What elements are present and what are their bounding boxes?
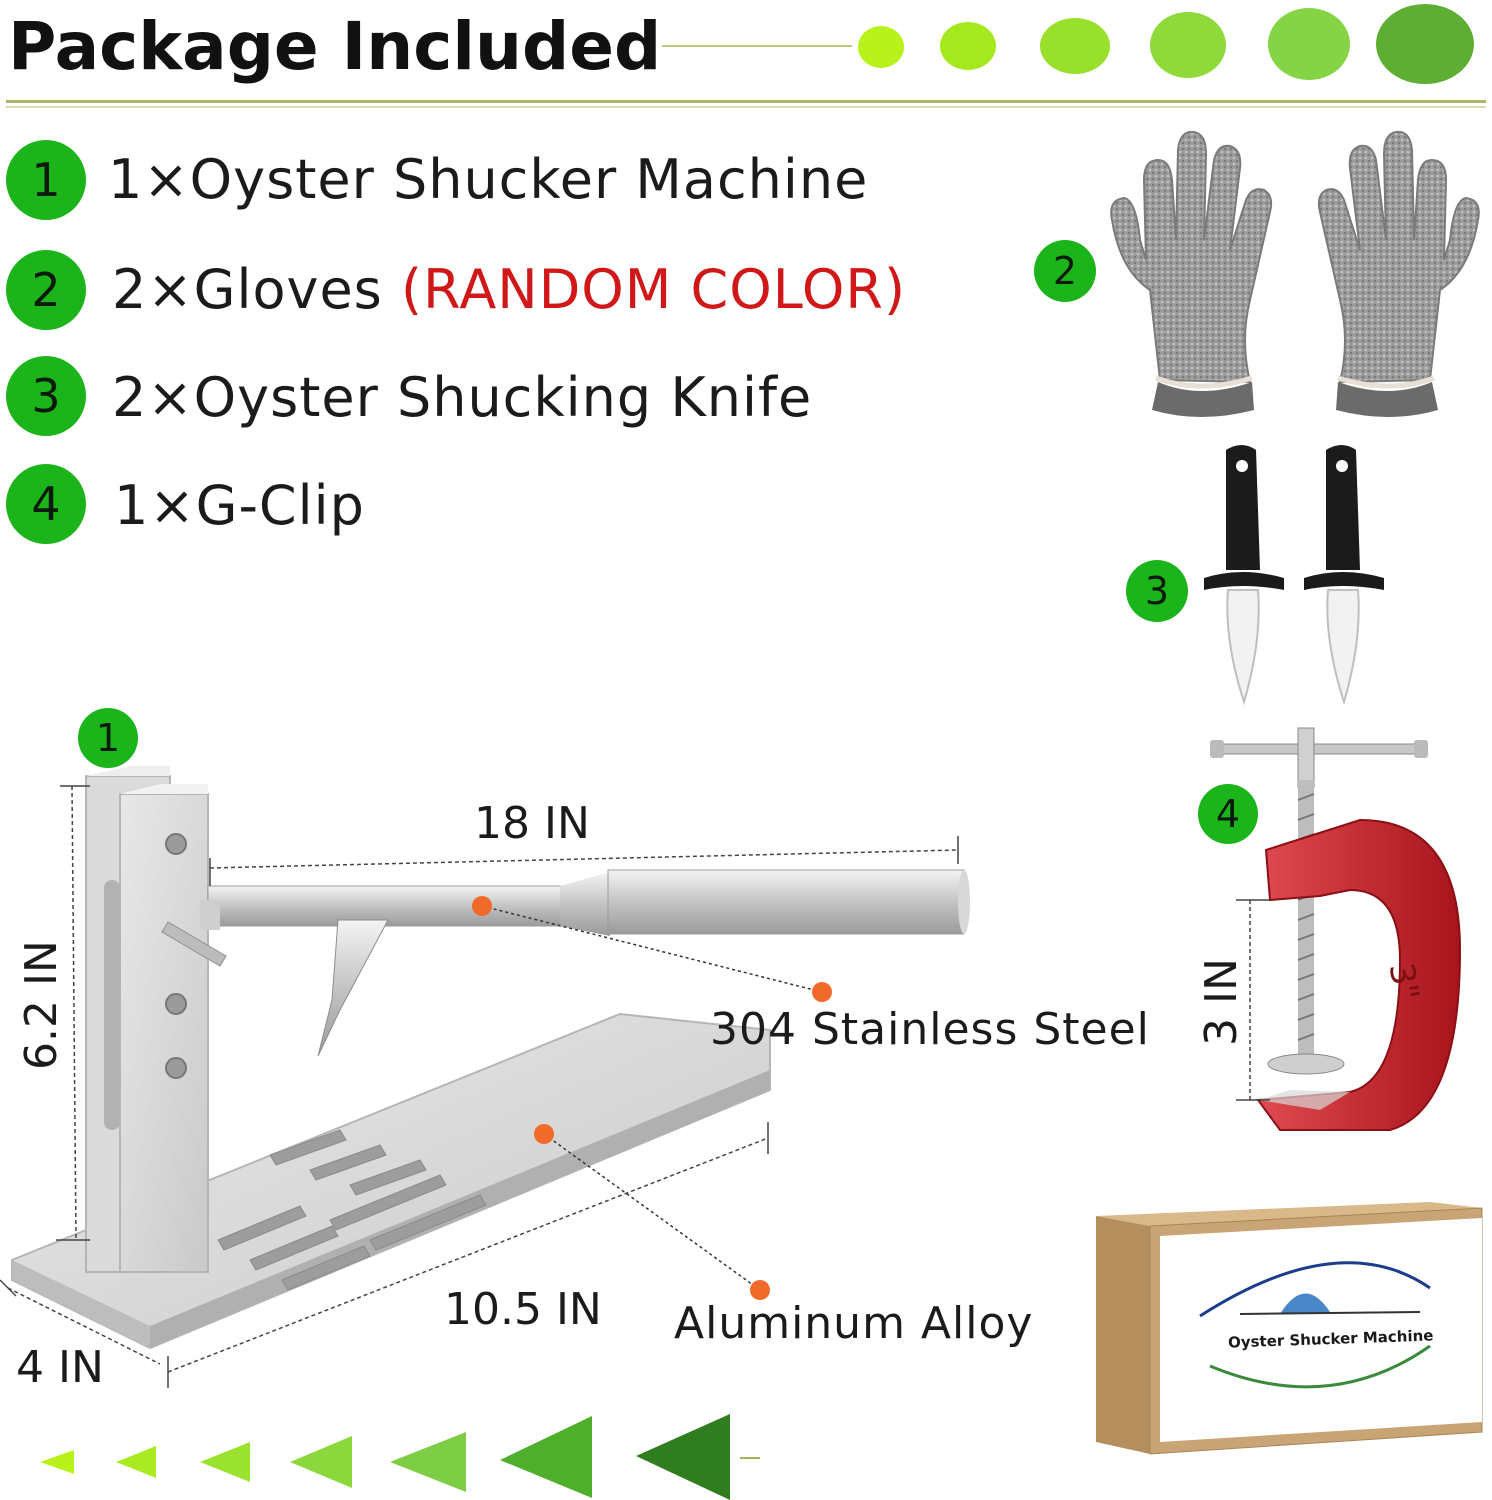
height-dimension: 6.2 IN: [16, 940, 67, 1070]
footer-arrow-icon: [200, 1442, 250, 1482]
item-label: 1×Oyster Shucker Machine: [108, 148, 869, 211]
item-text: 2×Oyster Shucking Knife: [112, 366, 812, 429]
header-divider-line: [662, 45, 852, 47]
aluminum-material-label: Aluminum Alloy: [674, 1298, 1034, 1349]
clamp-size-dimension: 3 IN: [1196, 958, 1247, 1046]
steel-marker: [472, 896, 492, 916]
gloves-image: [1110, 130, 1480, 417]
item-number-badge: 3: [6, 356, 86, 436]
footer-arrow-icon: [40, 1450, 74, 1474]
left-glove-icon: [1110, 130, 1273, 417]
steel-marker-end: [812, 982, 832, 1002]
clamp-badge: 4: [1198, 784, 1258, 844]
g-clip-image: [1210, 727, 1462, 1131]
item-text: 1×G-Clip: [114, 474, 365, 537]
clamp-size-stamp: 3": [1380, 960, 1427, 1004]
product-box-image: [1096, 1202, 1483, 1455]
header-dot: [1268, 8, 1350, 80]
item-text: 1×Oyster Shucker Machine: [108, 148, 868, 211]
item-number-badge: 2: [6, 250, 86, 330]
item-label: 1×G-Clip: [114, 474, 365, 537]
footer-arrow-icon: [116, 1446, 156, 1478]
item-label: 2×Gloves: [112, 258, 401, 321]
random-color-note: (RANDOM COLOR): [400, 258, 907, 321]
footer-arrow-icon: [390, 1432, 466, 1492]
page-title: Package Included: [8, 8, 662, 85]
header-rule: [6, 100, 1486, 103]
footer-arrows: [40, 1414, 760, 1500]
oyster-shucker-machine-image: [0, 766, 970, 1388]
aluminum-marker-end: [750, 1280, 770, 1300]
item-number-badge: 4: [6, 464, 86, 544]
header-dot: [1150, 12, 1226, 78]
gloves-badge: 2: [1034, 240, 1096, 302]
knives-badge: 3: [1126, 560, 1188, 622]
header-dot: [940, 22, 996, 70]
aluminum-marker: [534, 1124, 554, 1144]
header-dot: [1376, 4, 1474, 84]
header-rule-thin: [6, 106, 1486, 108]
length-dimension: 18 IN: [474, 798, 590, 849]
header-dot: [858, 26, 904, 68]
footer-arrow-icon: [290, 1436, 352, 1488]
base-length-dimension: 10.5 IN: [444, 1284, 602, 1335]
item-label: 2×Oyster Shucking Knife: [112, 366, 813, 429]
footer-arrow-icon: [500, 1416, 592, 1498]
footer-arrow-icon: [636, 1414, 730, 1500]
right-glove-icon: [1317, 130, 1480, 417]
base-width-dimension: 4 IN: [16, 1342, 104, 1393]
header-dot: [1040, 18, 1110, 74]
item-text: 2×Gloves (RANDOM COLOR): [112, 258, 906, 321]
machine-badge: 1: [78, 708, 138, 768]
knives-image: [1204, 445, 1384, 706]
knife-icon: [1204, 445, 1284, 706]
steel-material-label: 304 Stainless Steel: [710, 1004, 1150, 1055]
item-number-badge: 1: [6, 140, 86, 220]
knife-icon: [1304, 445, 1384, 706]
